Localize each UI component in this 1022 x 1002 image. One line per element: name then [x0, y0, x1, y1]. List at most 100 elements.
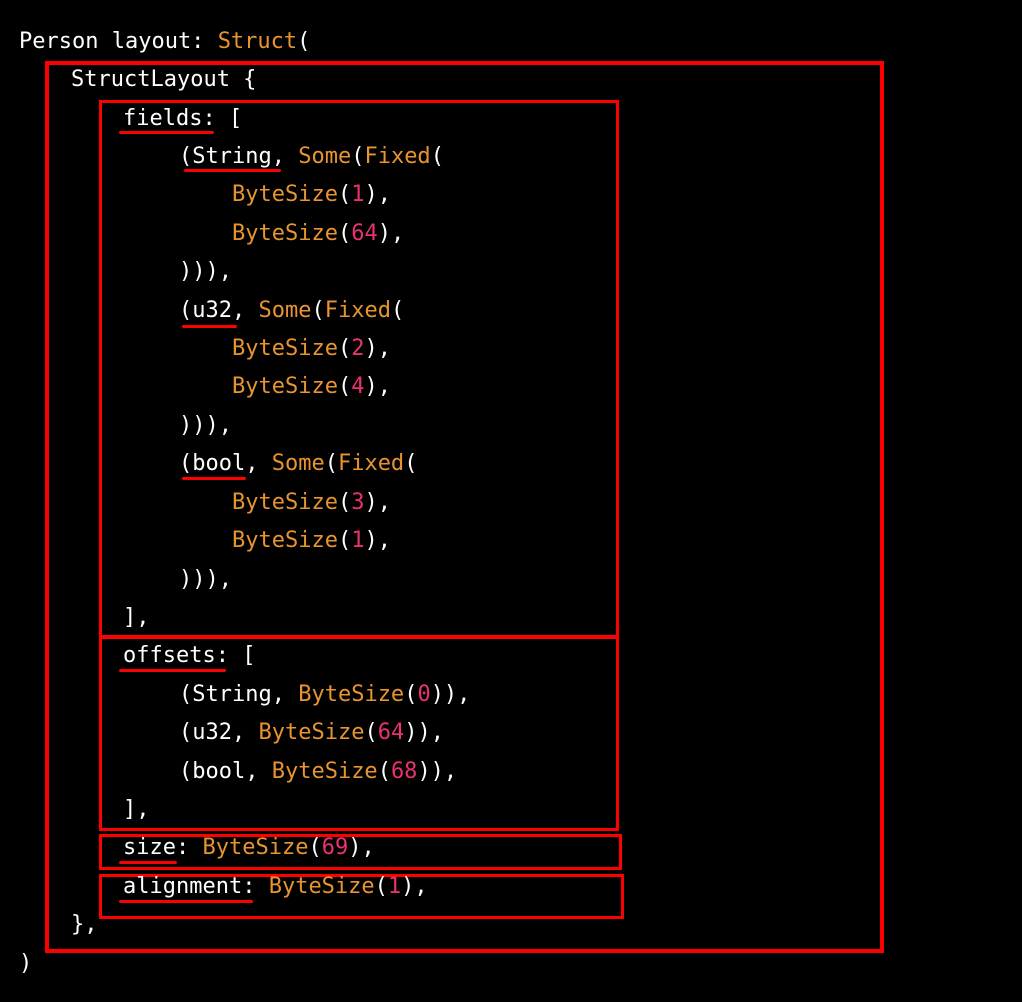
code-line-15: ))),	[179, 561, 232, 599]
code-line-25: )	[19, 945, 32, 983]
code-token: ByteSize	[232, 221, 338, 246]
code-token: 0	[417, 682, 431, 707]
code-token: 64	[377, 720, 405, 745]
code-line-20: (bool, ByteSize(68)),	[179, 753, 457, 791]
code-token: ),	[401, 874, 428, 899]
code-token: 1	[387, 874, 402, 899]
code-token: ))),	[179, 259, 232, 284]
code-token: )),	[417, 759, 458, 784]
code-token: ByteSize	[232, 490, 338, 515]
struct-layout-highlight-box	[45, 61, 884, 953]
code-token: (bool,	[179, 451, 272, 476]
code-token: (	[337, 528, 352, 553]
code-token: 1	[351, 528, 365, 553]
code-line-11: ))),	[179, 407, 232, 445]
code-token: (	[337, 374, 352, 399]
code-line-1: Person layout: Struct(	[19, 23, 310, 61]
code-token: )	[19, 951, 33, 976]
code-token: Fixed	[364, 144, 431, 169]
code-token: (	[374, 874, 388, 899]
code-token: Struct	[217, 29, 298, 54]
code-token: (	[351, 144, 365, 169]
code-token: (	[364, 720, 378, 745]
code-token: StructLayout {	[71, 67, 257, 92]
code-token: ),	[364, 490, 391, 515]
code-line-22: size: ByteSize(69),	[123, 829, 375, 867]
code-line-7: ))),	[179, 253, 232, 291]
code-token: fields: [	[123, 106, 243, 131]
code-line-4: (String, Some(Fixed(	[179, 138, 444, 176]
code-token: Fixed	[337, 451, 405, 476]
code-token: (	[297, 29, 311, 54]
code-token: Some	[258, 298, 312, 323]
code-token: (String,	[179, 144, 299, 169]
code-token: ByteSize	[202, 835, 309, 860]
code-token: Person layout:	[19, 29, 218, 54]
code-token: (	[324, 451, 338, 476]
code-token: (	[337, 221, 352, 246]
code-token: 69	[321, 835, 349, 860]
code-token: ByteSize	[258, 720, 365, 745]
code-token: (	[390, 298, 405, 323]
code-token: ),	[348, 835, 375, 860]
code-token: ByteSize	[232, 182, 338, 207]
code-token: ],	[123, 797, 150, 822]
code-token: 68	[390, 759, 418, 784]
code-line-18: (String, ByteSize(0)),	[179, 676, 470, 714]
code-token: Some	[298, 144, 352, 169]
code-token: ),	[364, 336, 391, 361]
code-line-12: (bool, Some(Fixed(	[179, 445, 417, 483]
code-token: (	[337, 490, 352, 515]
code-token: ),	[364, 182, 391, 207]
code-line-19: (u32, ByteSize(64)),	[179, 714, 444, 752]
code-token: 2	[351, 336, 365, 361]
code-token: (String,	[179, 682, 299, 707]
code-token: (	[377, 759, 391, 784]
code-token: 64	[351, 221, 378, 246]
code-token: },	[71, 912, 98, 937]
code-token: 3	[351, 490, 365, 515]
code-line-9: ByteSize(2),	[232, 330, 391, 368]
code-token: 4	[351, 374, 365, 399]
code-token: ByteSize	[298, 682, 405, 707]
code-token: ByteSize	[268, 874, 375, 899]
code-token: )),	[404, 720, 444, 745]
code-token: (	[311, 298, 325, 323]
code-token: ))),	[179, 567, 232, 592]
code-token: ByteSize	[271, 759, 378, 784]
code-token: ),	[364, 374, 391, 399]
code-token: alignment:	[123, 874, 269, 899]
code-token: (u32,	[179, 720, 259, 745]
code-token: Fixed	[324, 298, 391, 323]
code-token: (	[308, 835, 322, 860]
code-line-8: (u32, Some(Fixed(	[179, 292, 404, 330]
code-token: (	[430, 144, 444, 169]
code-line-24: },	[71, 906, 98, 944]
code-token: ),	[377, 221, 405, 246]
code-token: (	[404, 682, 418, 707]
code-line-21: ],	[123, 791, 150, 829]
code-token: (	[404, 451, 418, 476]
code-token: offsets: [	[123, 643, 256, 668]
code-token: (	[337, 336, 352, 361]
code-token: )),	[430, 682, 471, 707]
code-token: (u32,	[179, 298, 259, 323]
code-line-13: ByteSize(3),	[232, 484, 391, 522]
code-token: ],	[123, 605, 150, 630]
code-line-17: offsets: [	[123, 637, 255, 675]
code-token: ),	[364, 528, 391, 553]
code-line-16: ],	[123, 599, 150, 637]
code-token: (bool,	[179, 759, 272, 784]
code-line-3: fields: [	[123, 100, 242, 138]
code-token: ByteSize	[232, 528, 338, 553]
code-line-14: ByteSize(1),	[232, 522, 391, 560]
code-token: Some	[271, 451, 325, 476]
code-line-10: ByteSize(4),	[232, 368, 391, 406]
code-line-23: alignment: ByteSize(1),	[123, 868, 428, 906]
code-token: ByteSize	[232, 336, 338, 361]
code-token: size:	[123, 835, 203, 860]
code-token: 1	[351, 182, 365, 207]
code-token: (	[337, 182, 352, 207]
code-token: ))),	[179, 413, 232, 438]
